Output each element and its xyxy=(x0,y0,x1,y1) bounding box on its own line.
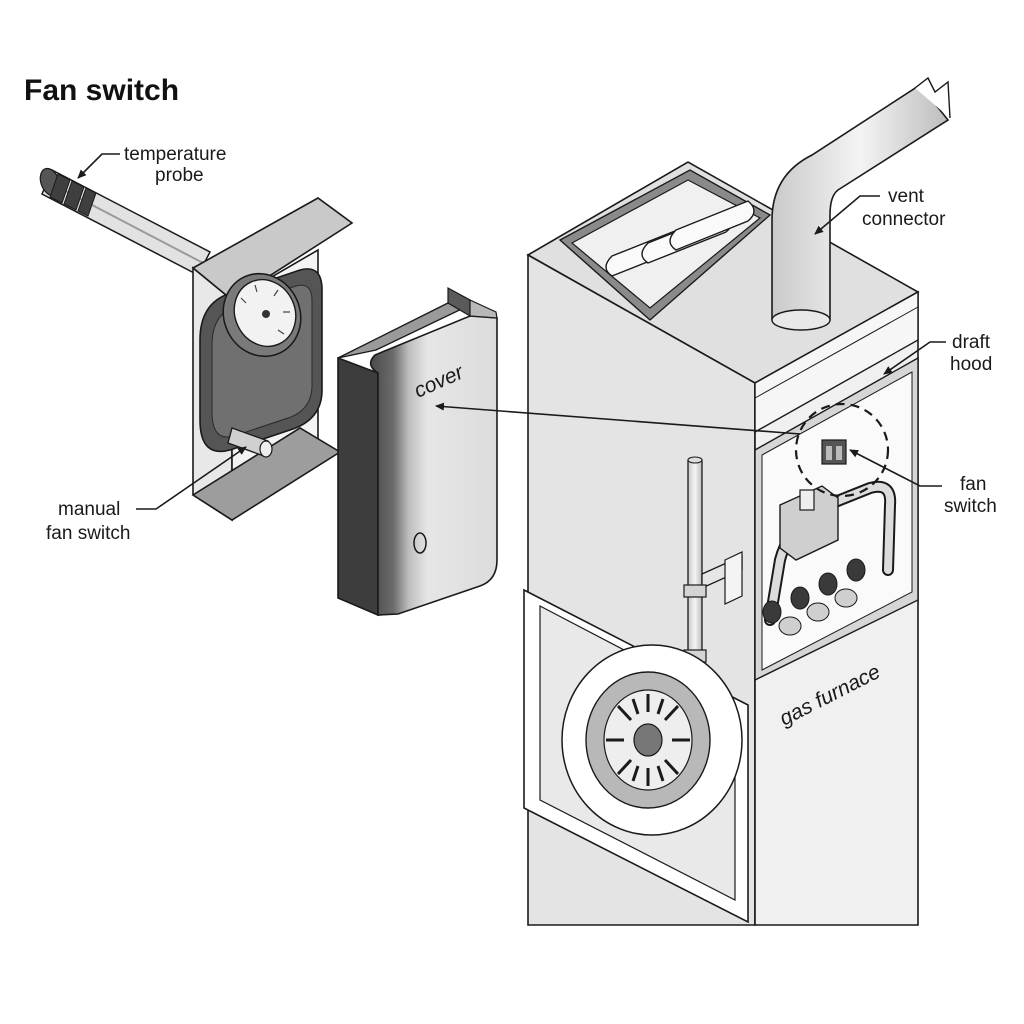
label-draft-hood: draft hood xyxy=(883,332,992,375)
manual-fan-switch xyxy=(227,427,273,458)
temperature-probe xyxy=(39,167,212,277)
temperature-probe-label-line1: temperature xyxy=(124,144,226,165)
manual-fan-switch-label-line2: fan switch xyxy=(46,523,130,544)
top-opening xyxy=(558,169,772,321)
blower-compartment xyxy=(523,588,749,924)
fan-switch-highlight xyxy=(794,402,890,498)
label-manual-fan-switch: manual fan switch xyxy=(46,446,247,544)
draft-hood-label-line2: hood xyxy=(950,354,992,375)
fan-switch-label-line1: fan xyxy=(960,474,986,495)
manual-fan-switch-label-line1: manual xyxy=(58,499,120,520)
label-vent-connector: vent connector xyxy=(814,186,946,235)
blower-wheel xyxy=(561,644,743,836)
fan-switch-label-line2: switch xyxy=(944,496,997,517)
gas-supply-pipe xyxy=(683,456,743,663)
label-temperature-probe: temperature probe xyxy=(77,144,226,186)
fan-switch-assembly xyxy=(39,167,354,522)
vent-connector-label-line2: connector xyxy=(862,209,946,230)
temperature-dial xyxy=(222,272,302,358)
vent-connector-label-line1: vent xyxy=(888,186,925,207)
draft-hood xyxy=(754,290,919,434)
switch-cover xyxy=(337,286,498,617)
diagram-title: Fan switch xyxy=(24,74,180,107)
label-fan-switch: fan switch xyxy=(849,449,997,517)
draft-hood-label-line1: draft xyxy=(952,332,991,353)
burner-compartment xyxy=(754,356,919,682)
gas-furnace xyxy=(523,161,920,926)
vent-connector xyxy=(771,76,951,331)
temperature-probe-label-line2: probe xyxy=(155,165,204,186)
